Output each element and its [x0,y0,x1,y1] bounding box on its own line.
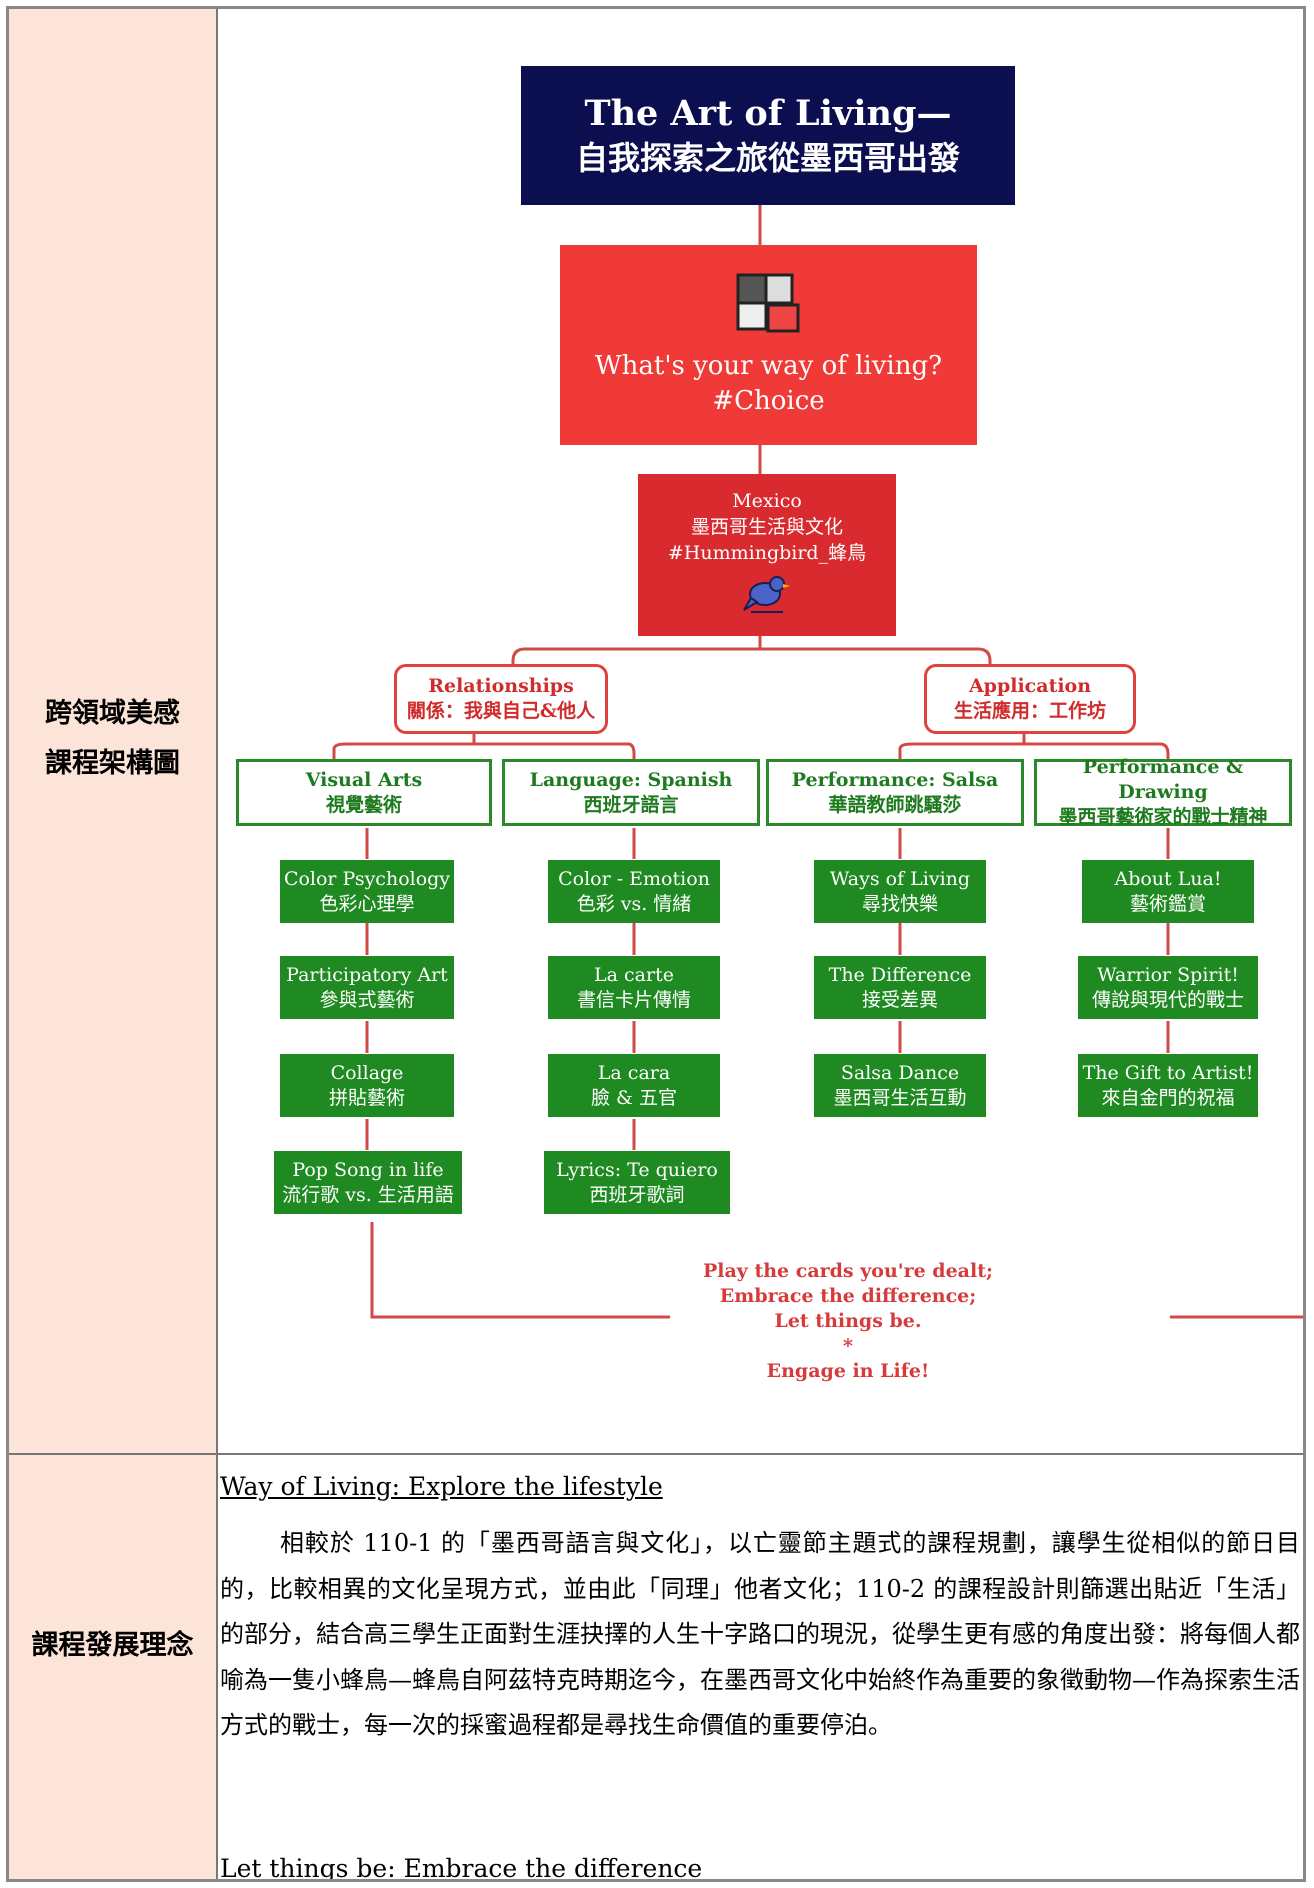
bird-icon [743,576,790,613]
page-frame: 跨領域美感 課程架構圖 課程發展理念 [6,6,1306,1882]
subcategory-label: Performance: Salsa [791,768,999,791]
subcategory-spanish: Language: Spanish 西班牙語言 [502,759,760,826]
leaf-the-difference: The Difference 接受差異 [814,956,986,1019]
leaf-color-emotion: Color - Emotion 色彩 vs. 情緒 [548,860,720,923]
category-label: Application [968,675,1092,697]
row-divider [9,1453,1303,1455]
subcategory-label: Language: Spanish [529,768,733,791]
section-heading: Let things be: Embrace the difference [220,1854,703,1882]
leaf-label: La carte [594,963,674,986]
motto-line: Engage in Life! [766,1360,930,1382]
leaf-sublabel: 接受差異 [861,988,938,1011]
leaf-label: Warrior Spirit! [1097,963,1239,986]
leaf-sublabel: 來自金門的祝福 [1101,1086,1235,1109]
title-line1: The Art of Living— [584,92,952,134]
leaf-sublabel: 臉 & 五官 [591,1086,677,1109]
subcategory-sublabel: 墨西哥藝術家的戰士精神 [1058,806,1268,828]
mexico-line2: 墨西哥生活與文化 [690,516,843,538]
leaf-label: Pop Song in life [292,1158,444,1181]
label-column: 跨領域美感 課程架構圖 課程發展理念 [9,9,218,1879]
leaf-label: La cara [597,1061,671,1084]
puzzle-icon [736,273,799,333]
leaf-salsa-dance: Salsa Dance 墨西哥生活互動 [814,1054,986,1117]
subcategory-sublabel: 西班牙語言 [583,793,679,816]
leaf-label: Color - Emotion [558,867,710,890]
category-label: Relationships [428,675,574,697]
connector-lines [332,205,1303,1319]
section-heading: Way of Living: Explore the lifestyle [220,1472,663,1501]
category-relationships: Relationships 關係：我與自己&他人 [394,664,608,734]
category-application: Application 生活應用：工作坊 [924,664,1136,734]
philosophy-label: 課程發展理念 [31,1630,194,1661]
leaf-label: Salsa Dance [840,1061,960,1084]
leaf-sublabel: 參與式藝術 [319,988,415,1011]
leaf-warrior-spirit: Warrior Spirit! 傳說與現代的戰士 [1078,956,1258,1019]
leaf-label: The Gift to Artist! [1082,1061,1254,1084]
subcategory-sublabel: 視覺藝術 [325,793,402,816]
title-line2: 自我探索之旅從墨西哥出發 [575,138,960,177]
leaf-collage: Collage 拼貼藝術 [280,1054,454,1117]
leaf-sublabel: 傳說與現代的戰士 [1091,988,1244,1011]
leaf-sublabel: 墨西哥生活互動 [833,1086,967,1109]
question-line1: What's your way of living? [594,351,943,381]
mexico-line3: #Hummingbird_蜂鳥 [667,542,867,564]
leaf-participatory-art: Participatory Art 參與式藝術 [280,956,454,1019]
subcategory-label: Performance & Drawing [1082,756,1244,803]
leaf-sublabel: 流行歌 vs. 生活用語 [282,1183,454,1206]
philosophy-paragraph: 相較於 110-1 的「墨西哥語言與文化」，以亡靈節主題式的課程規劃，讓學生從相… [220,1529,1300,1739]
category-sublabel: 生活應用：工作坊 [953,700,1106,722]
motto-line: * [843,1335,853,1357]
motto-line: Embrace the difference; [719,1285,977,1307]
title-box: The Art of Living— 自我探索之旅從墨西哥出發 [521,66,1015,205]
leaf-label: Ways of Living [829,867,971,890]
leaf-about-lua: About Lua! 藝術鑑賞 [1082,860,1254,923]
leaf-la-carte: La carte 書信卡片傳情 [548,956,720,1019]
leaf-sublabel: 尋找快樂 [861,892,938,915]
framework-label: 跨領域美感 課程架構圖 [9,689,216,789]
mexico-box: Mexico 墨西哥生活與文化 #Hummingbird_蜂鳥 [638,474,896,636]
subcategory-visual-arts: Visual Arts 視覺藝術 [236,759,492,826]
subcategory-label: Visual Arts [305,768,423,791]
leaf-label: Collage [330,1061,404,1084]
course-framework-diagram: The Art of Living— 自我探索之旅從墨西哥出發 What's y… [218,9,1303,1453]
motto: Play the cards you're dealt; Embrace the… [638,1259,1058,1384]
framework-label-line2: 課程架構圖 [45,748,180,779]
leaf-sublabel: 藝術鑑賞 [1129,892,1206,915]
leaf-label: About Lua! [1114,867,1222,890]
leaf-lyrics: Lyrics: Te quiero 西班牙歌詞 [544,1151,730,1214]
leaf-sublabel: 書信卡片傳情 [576,988,691,1011]
leaf-sublabel: 拼貼藝術 [328,1086,405,1109]
question-line2: #Choice [712,386,825,416]
leaf-gift-to-artist: The Gift to Artist! 來自金門的祝福 [1078,1054,1258,1117]
leaf-label: The Difference [828,963,972,986]
leaf-ways-of-living: Ways of Living 尋找快樂 [814,860,986,923]
leaf-sublabel: 西班牙歌詞 [589,1183,685,1206]
philosophy-text: Way of Living: Explore the lifestyle 相較於… [218,1455,1303,1879]
subcategory-salsa: Performance: Salsa 華語教師跳騷莎 [766,759,1024,826]
leaf-pop-song: Pop Song in life 流行歌 vs. 生活用語 [274,1151,462,1214]
category-sublabel: 關係：我與自己&他人 [406,700,596,722]
motto-line: Let things be. [774,1310,922,1332]
leaf-la-cara: La cara 臉 & 五官 [548,1054,720,1117]
leaf-label: Color Psychology [283,867,451,890]
leaf-label: Participatory Art [286,963,448,986]
leaf-sublabel: 色彩心理學 [319,892,415,915]
subcategory-drawing: Performance & Drawing 墨西哥藝術家的戰士精神 [1034,756,1292,828]
leaf-color-psychology: Color Psychology 色彩心理學 [280,860,454,923]
question-box: What's your way of living? #Choice [560,245,977,445]
mexico-line1: Mexico [732,490,802,512]
leaf-label: Lyrics: Te quiero [556,1158,718,1181]
framework-label-line1: 跨領域美感 [45,698,180,729]
subcategory-sublabel: 華語教師跳騷莎 [828,793,962,816]
motto-line: Play the cards you're dealt; [702,1260,993,1282]
leaf-sublabel: 色彩 vs. 情緒 [576,892,692,915]
